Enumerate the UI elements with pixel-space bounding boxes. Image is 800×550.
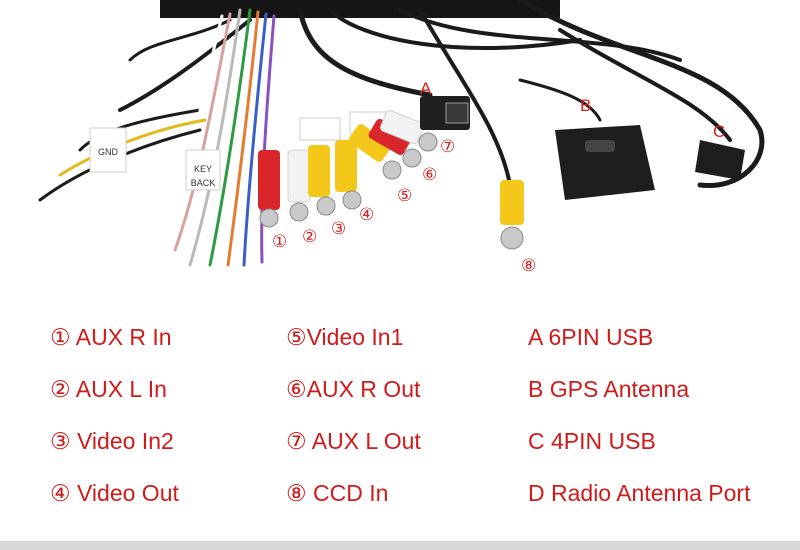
black-cables (78, 0, 765, 189)
gnd-tag: GND (98, 147, 119, 157)
gps-antenna (555, 125, 655, 200)
legend-item: ⑧ CCD In (286, 480, 389, 506)
marker-c: C (713, 122, 726, 141)
marker-8: ⑧ (521, 256, 537, 275)
marker-1: ① (272, 232, 288, 251)
legend-item: ⑤Video In1 (286, 324, 404, 350)
rca-connectors (258, 110, 524, 250)
legend-item: ② AUX L In (50, 376, 167, 402)
back-tag: BACK (191, 178, 216, 188)
legend-item: ④ Video Out (50, 480, 179, 506)
legend-item: ③ Video In2 (50, 428, 174, 454)
colored-wires (38, 8, 276, 267)
marker-a: A (420, 79, 432, 98)
legend-item: C 4PIN USB (528, 428, 656, 454)
bottom-divider (0, 541, 800, 550)
connector-legend: ① AUX R In ② AUX L In ③ Video In2 ④ Vide… (0, 300, 800, 540)
rca-aux-r-out (368, 118, 412, 156)
usb-4pin-connector (695, 140, 745, 180)
wiring-harness-image: GND KEY BACK (38, 0, 765, 267)
rca-video-in1 (348, 124, 392, 162)
marker-b: B (580, 96, 592, 115)
key-tag: KEY (194, 164, 212, 174)
wire-tags: GND KEY BACK (89, 111, 395, 191)
rca-ccd-in (500, 180, 524, 225)
marker-5: ⑤ (397, 186, 413, 205)
legend-item: B GPS Antenna (528, 376, 690, 402)
usb-6pin-connector (420, 96, 470, 130)
product-photo: GND KEY BACK (38, 0, 765, 275)
marker-3: ③ (331, 219, 347, 238)
harness-head (160, 0, 560, 18)
rca-aux-l-out (380, 110, 424, 144)
legend-item: A 6PIN USB (528, 324, 654, 350)
marker-6: ⑥ (422, 165, 438, 184)
marker-2: ② (302, 227, 318, 246)
rca-video-in2 (308, 145, 330, 197)
legend-item: ⑥AUX R Out (286, 376, 421, 402)
rca-video-out (335, 140, 357, 192)
legend-item: ⑦ AUX L Out (286, 428, 421, 454)
rca-aux-l-in (287, 149, 311, 203)
marker-4: ④ (359, 205, 375, 224)
legend-item: D Radio Antenna Port (528, 480, 751, 506)
legend-item: ① AUX R In (50, 324, 172, 350)
rca-aux-r-in (258, 150, 280, 210)
marker-7: ⑦ (440, 137, 456, 156)
